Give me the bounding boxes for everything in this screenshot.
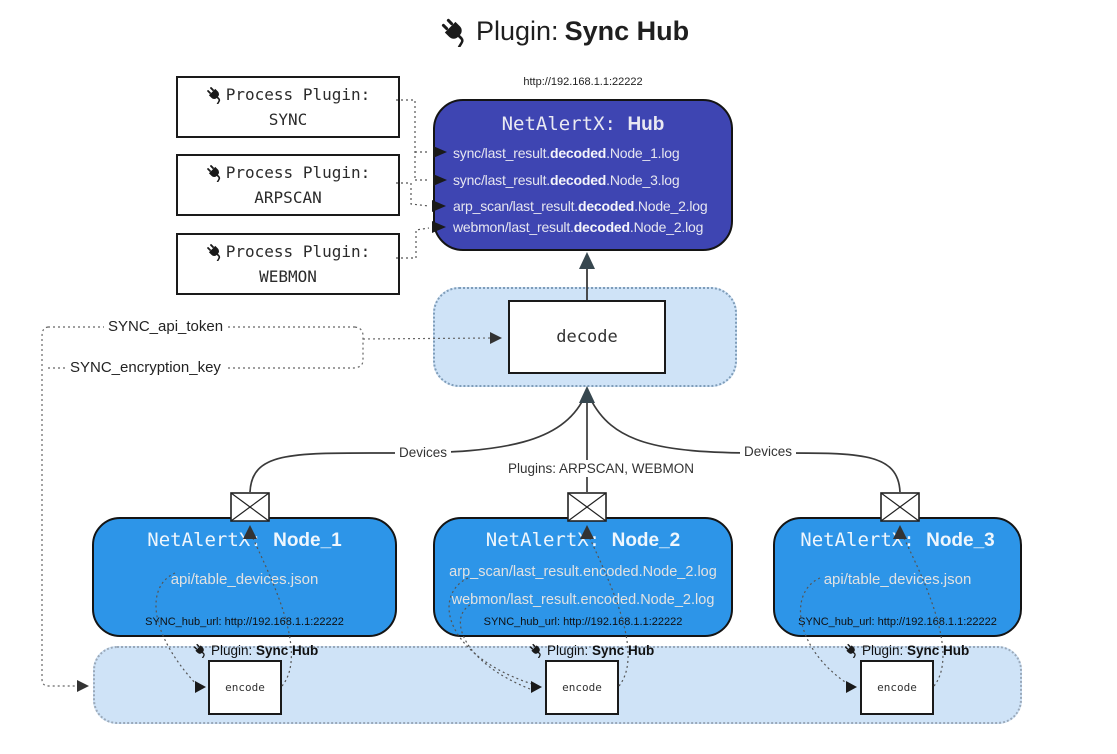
process-plugin-webmon: Process Plugin: WEBMON	[176, 233, 400, 295]
node-3: NetAlertX: Node_3 api/table_devices.json…	[773, 517, 1022, 637]
process-plugin-label: Process Plugin:	[225, 85, 371, 104]
node-title: NetAlertX: Node_3	[800, 529, 995, 551]
process-plugin-connectors	[396, 99, 430, 259]
decode-label: decode	[556, 327, 618, 347]
process-plugin-sync: Process Plugin: SYNC	[176, 76, 400, 138]
hub-log-line: sync/last_result.decoded.Node_3.log	[453, 172, 680, 188]
plug-icon	[206, 164, 224, 182]
page-title-bold: Sync Hub	[564, 16, 690, 46]
process-plugin-arpscan: Process Plugin: ARPSCAN	[176, 154, 400, 216]
node-title: NetAlertX: Node_1	[147, 529, 342, 551]
hub-url-label: http://192.168.1.1:22222	[523, 76, 643, 88]
decode-box: decode	[508, 300, 666, 374]
hub-log-line: webmon/last_result.decoded.Node_2.log	[453, 219, 704, 235]
edge-label-devices-right: Devices	[740, 443, 797, 460]
encode-plugin-label-3: Plugin: Sync Hub	[844, 643, 969, 658]
hub-node: NetAlertX: Hub sync/last_result.decoded.…	[433, 99, 733, 251]
encode-label: encode	[562, 681, 602, 694]
plug-icon	[206, 86, 224, 104]
node-line: webmon/last_result.encoded.Node_2.log	[451, 592, 715, 608]
node-hub-url: SYNC_hub_url: http://192.168.1.1:22222	[145, 616, 344, 628]
node-title: NetAlertX: Node_2	[485, 529, 681, 551]
hub-title: NetAlertX: Hub	[435, 113, 731, 136]
process-plugin-name: ARPSCAN	[254, 188, 322, 207]
edges-arrow-decode	[579, 386, 595, 403]
plug-icon	[440, 17, 470, 47]
encode-plugin-label-1: Plugin: Sync Hub	[193, 643, 318, 658]
encode-plugin-label-2: Plugin: Sync Hub	[529, 643, 654, 658]
plug-icon	[206, 243, 224, 261]
process-plugin-label: Process Plugin:	[225, 242, 371, 261]
plug-icon	[193, 643, 208, 658]
page-title-prefix: Plugin:	[476, 16, 559, 46]
process-plugin-name: SYNC	[268, 110, 308, 129]
sync-encryption-key-label: SYNC_encryption_key	[66, 359, 225, 376]
edge-label-devices-left: Devices	[395, 444, 452, 461]
hub-log-line: sync/last_result.decoded.Node_1.log	[453, 145, 680, 161]
node-line: api/table_devices.json	[170, 571, 319, 588]
node-hub-url: SYNC_hub_url: http://192.168.1.1:22222	[798, 616, 997, 628]
token-arrow-band	[77, 680, 89, 692]
encode-box-3: encode	[860, 660, 934, 715]
node-line: arp_scan/last_result.encoded.Node_2.log	[449, 564, 717, 580]
encode-box-2: encode	[545, 660, 619, 715]
plug-icon	[844, 643, 859, 658]
hub-log-line: arp_scan/last_result.decoded.Node_2.log	[453, 198, 708, 214]
node-2: NetAlertX: Node_2 arp_scan/last_result.e…	[433, 517, 733, 637]
sync-api-token-label: SYNC_api_token	[104, 318, 228, 335]
node-hub-url: SYNC_hub_url: http://192.168.1.1:22222	[483, 616, 683, 628]
node-1: NetAlertX: Node_1 api/table_devices.json…	[92, 517, 397, 637]
node-to-decode-edges	[249, 397, 901, 493]
process-plugin-label: Process Plugin:	[225, 163, 371, 182]
encode-label: encode	[877, 681, 917, 694]
page-title: Plugin: Sync Hub	[440, 16, 689, 47]
process-plugin-name: WEBMON	[259, 267, 317, 286]
encode-label: encode	[225, 681, 265, 694]
node-line: api/table_devices.json	[823, 571, 972, 588]
encode-box-1: encode	[208, 660, 282, 715]
plug-icon	[529, 643, 544, 658]
edge-label-plugins: Plugins: ARPSCAN, WEBMON	[504, 460, 699, 477]
hub-title-bold: Hub	[627, 114, 665, 135]
hub-title-mono: NetAlertX:	[501, 113, 628, 135]
